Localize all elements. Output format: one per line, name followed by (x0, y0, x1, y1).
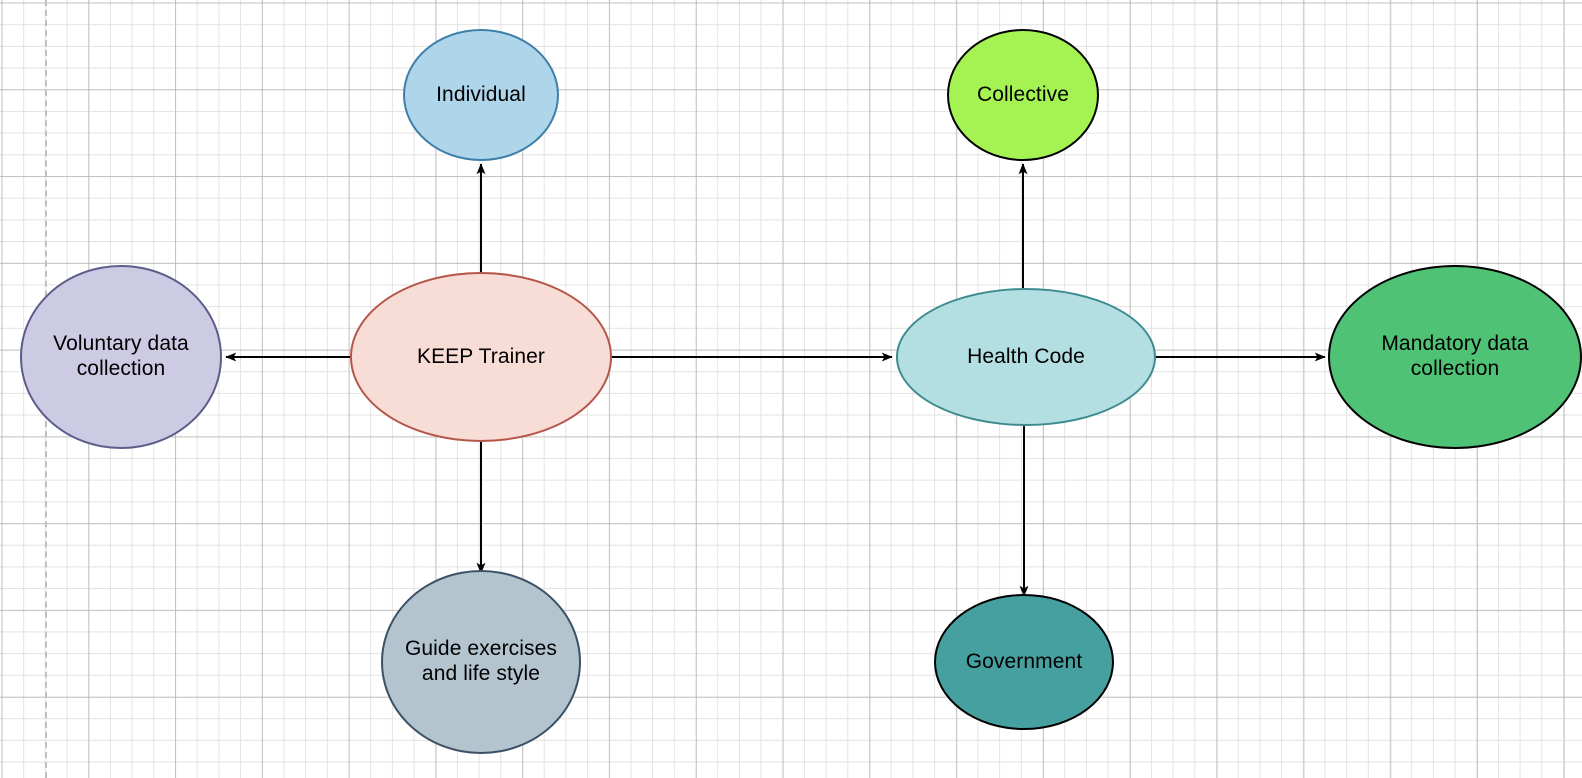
node-keep-trainer[interactable]: KEEP Trainer (350, 272, 612, 442)
node-label-collective: Collective (976, 82, 1070, 106)
node-guide-exercises[interactable]: Guide exercises and life style (381, 570, 581, 754)
node-mandatory-data-collection[interactable]: Mandatory data collection (1328, 265, 1582, 449)
node-label-government: Government (965, 649, 1083, 673)
node-label-health-code: Health Code (967, 344, 1085, 368)
node-voluntary-data-collection[interactable]: Voluntary data collection (20, 265, 222, 449)
node-individual[interactable]: Individual (403, 29, 559, 161)
node-government[interactable]: Government (934, 594, 1114, 730)
node-label-guide-exercises: Guide exercises and life style (404, 637, 558, 685)
node-health-code[interactable]: Health Code (896, 288, 1156, 426)
node-label-mandatory-data-collection: Mandatory data collection (1381, 332, 1529, 380)
node-label-keep-trainer: KEEP Trainer (416, 344, 546, 368)
node-collective[interactable]: Collective (947, 29, 1099, 161)
node-label-individual: Individual (436, 82, 526, 106)
node-label-voluntary-data-collection: Voluntary data collection (53, 332, 189, 380)
